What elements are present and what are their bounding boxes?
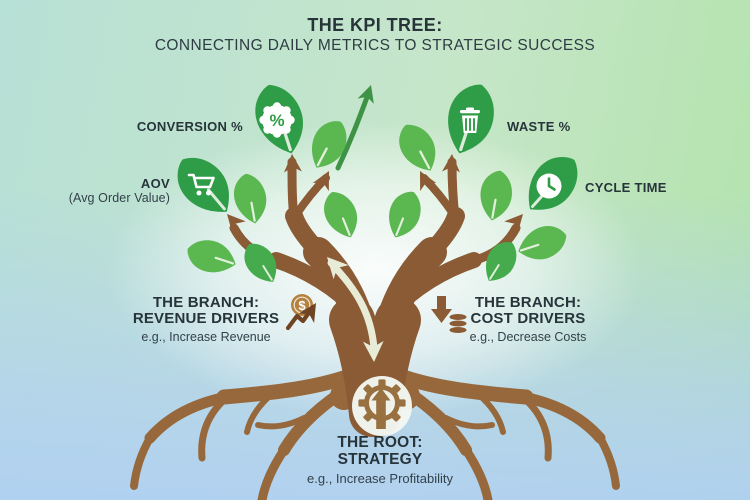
trash-can-icon (460, 107, 480, 133)
leaf (474, 166, 517, 225)
metric-leaf-aov (164, 144, 245, 228)
down-arrow-coins-icon (431, 296, 467, 333)
dollar-growth-icon: $ (285, 294, 324, 331)
leaf (181, 232, 242, 281)
leaf (390, 116, 446, 180)
svg-text:%: % (269, 111, 284, 130)
metric-leaf-waste (435, 76, 505, 162)
root-strategy-label: THE ROOT: STRATEGY e.g., Increase Profit… (275, 434, 485, 486)
revenue-branch-line2: REVENUE DRIVERS (132, 310, 280, 327)
clock-icon (536, 173, 562, 199)
waste-label: WASTE % (507, 119, 571, 134)
revenue-branch-line1: THE BRANCH: (152, 294, 260, 311)
gear-up-arrow-icon (352, 376, 412, 436)
metric-leaf-cycle-time (512, 144, 591, 225)
revenue-branch-example: e.g., Increase Revenue (141, 330, 271, 344)
aov-label-sub: (Avg Order Value) (68, 191, 170, 205)
title-line1: THE KPI TREE: (307, 15, 443, 35)
shopping-cart-icon (187, 173, 215, 196)
aov-label-main: AOV (140, 176, 170, 191)
leaf (379, 185, 429, 245)
growth-arrow (335, 82, 380, 171)
metric-leaf-conversion: % (245, 76, 315, 163)
cycle-time-label: CYCLE TIME (585, 180, 667, 195)
root-example: e.g., Increase Profitability (307, 471, 453, 486)
cost-branch-label: THE BRANCH: COST DRIVERS e.g., Decrease … (467, 294, 589, 345)
revenue-branch-label: THE BRANCH: REVENUE DRIVERS e.g., Increa… (126, 294, 286, 345)
canopy-leaves (181, 112, 573, 291)
cost-branch-line1: THE BRANCH: (474, 294, 582, 311)
cost-branch-line2: COST DRIVERS (470, 310, 586, 327)
leaf (316, 185, 366, 245)
percent-badge-icon: % (259, 102, 295, 138)
page-title: THE KPI TREE: CONNECTING DAILY METRICS T… (0, 14, 750, 56)
aov-label: AOV (Avg Order Value) (0, 176, 170, 206)
title-line2: CONNECTING DAILY METRICS TO STRATEGIC SU… (154, 37, 596, 54)
trunk-flow-arrow (319, 249, 385, 363)
cost-branch-example: e.g., Decrease Costs (469, 330, 587, 344)
root-line2: STRATEGY (337, 450, 423, 468)
leaf (512, 219, 573, 268)
canopy-leaves-inner (316, 185, 429, 245)
conversion-label: CONVERSION % (136, 119, 243, 134)
svg-text:$: $ (298, 298, 306, 313)
root-line1: THE ROOT: (337, 434, 423, 451)
